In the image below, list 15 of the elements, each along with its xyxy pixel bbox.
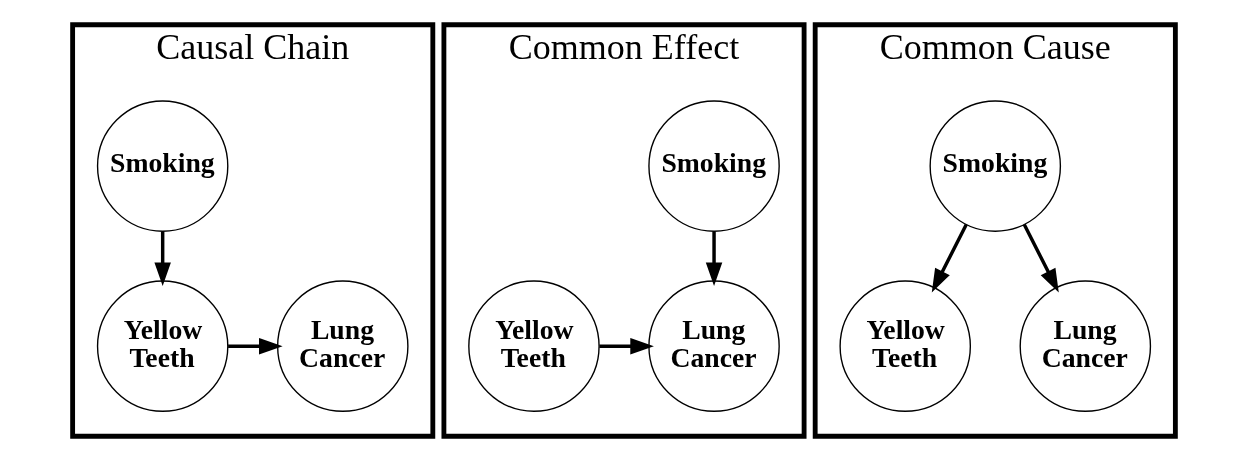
arrow: [1022, 223, 1059, 293]
node-circle: Lung Cancer: [648, 280, 780, 412]
arrow: [599, 337, 654, 355]
arrow: [154, 231, 171, 287]
arrow: [931, 223, 968, 293]
node-circle: Yellow Teeth: [468, 280, 600, 412]
node-circle: Yellow Teeth: [839, 280, 972, 412]
node-circle: Lung Cancer: [276, 280, 409, 412]
node-circle: Smoking: [929, 100, 1062, 232]
node-circle: Smoking: [96, 100, 229, 232]
node-circle: Smoking: [648, 100, 780, 232]
node-circle: Yellow Teeth: [96, 280, 229, 412]
node-circle: Lung Cancer: [1019, 280, 1152, 412]
arrow: [228, 337, 283, 355]
arrow: [705, 231, 723, 287]
